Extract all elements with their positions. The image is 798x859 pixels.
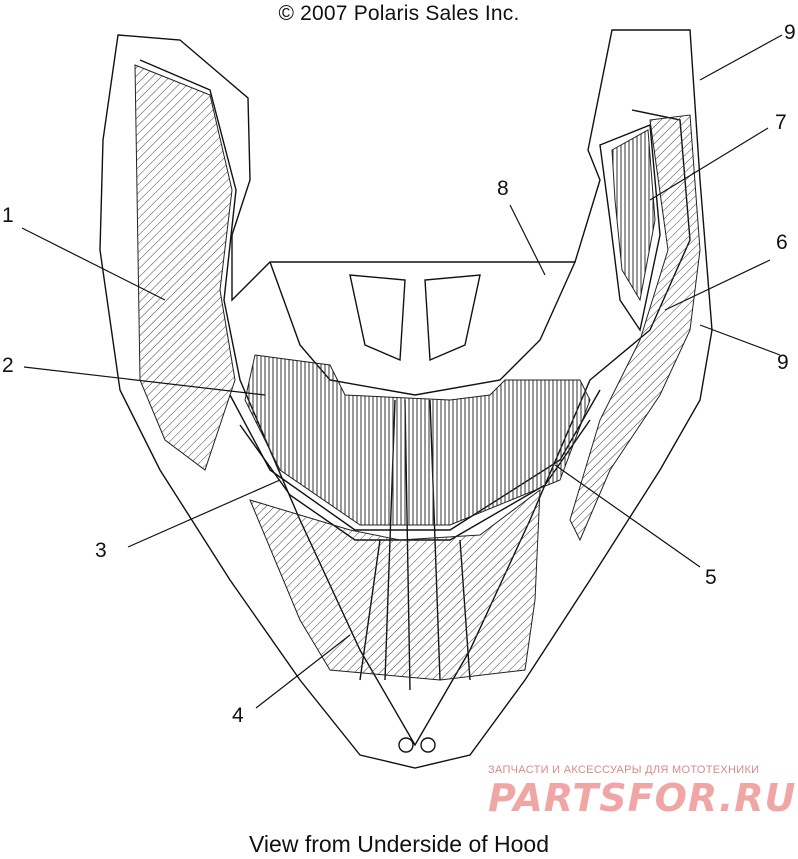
right-vent-insert <box>611 129 656 302</box>
watermark-logo: PARTSFOR.RU <box>488 776 797 820</box>
callout-4: 4 <box>232 704 244 727</box>
callout-1: 1 <box>2 204 14 227</box>
callout-7: 7 <box>775 111 787 134</box>
copyright-notice: © 2007 Polaris Sales Inc. <box>278 2 520 25</box>
intake-opening <box>269 261 576 396</box>
callout-8: 8 <box>497 177 509 200</box>
callout-6: 6 <box>776 231 788 254</box>
decal-right-panel <box>569 114 701 542</box>
figure-caption: View from Underside of Hood <box>249 831 549 857</box>
callout-9-top: 9 <box>784 21 796 44</box>
hood-outer-outline <box>99 29 713 769</box>
callout-5: 5 <box>705 566 717 589</box>
grille-insert <box>244 354 591 526</box>
callout-2: 2 <box>2 354 14 377</box>
callout-9-bottom: 9 <box>777 351 789 374</box>
decal-lower-panel <box>249 488 541 681</box>
callout-3: 3 <box>95 539 107 562</box>
watermark-tagline: ЗАПЧАСТИ И АКСЕССУАРЫ ДЛЯ МОТОТЕХНИКИ <box>488 764 760 776</box>
decal-left-panel <box>134 64 236 471</box>
